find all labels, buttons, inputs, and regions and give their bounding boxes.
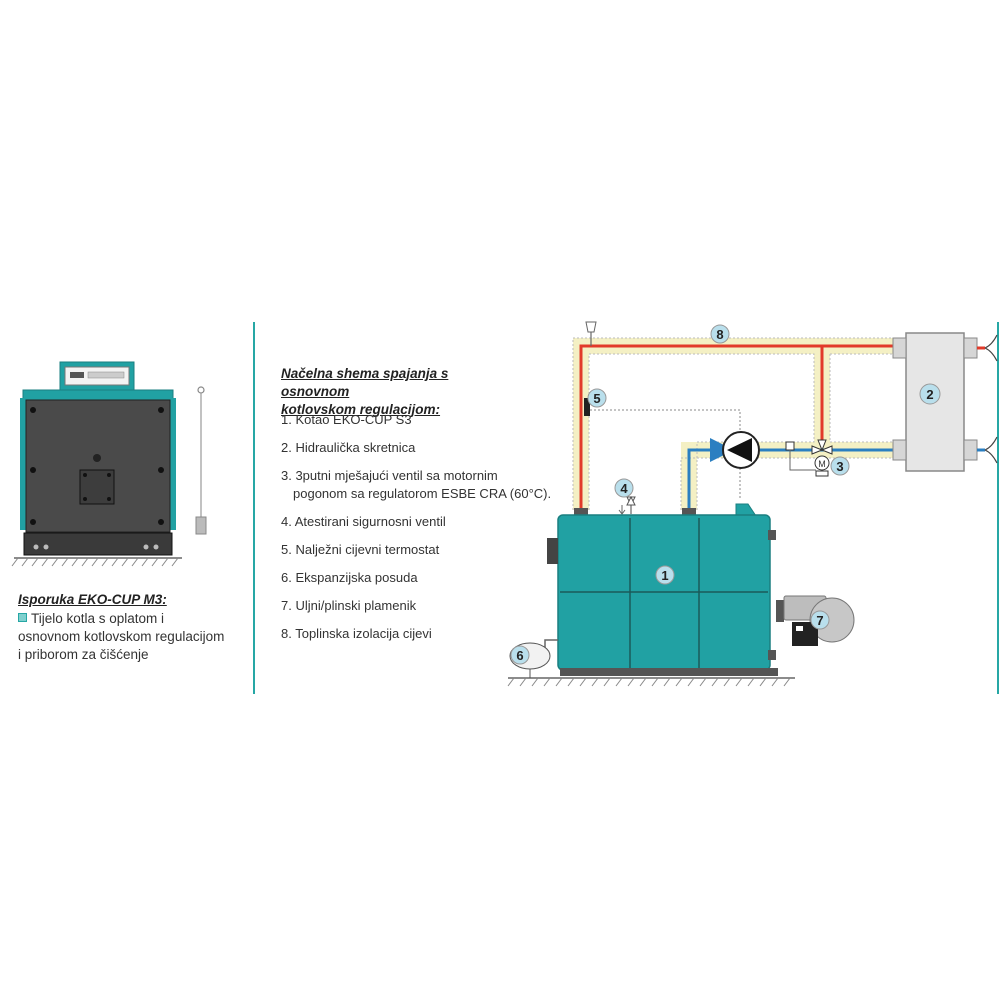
delivery-line-1: Tijelo kotla s oplatom i [18,610,243,628]
svg-text:8: 8 [716,327,723,342]
boiler-body [507,503,795,687]
legend-item-4: 4. Atestirani sigurnosni ventil [281,514,446,529]
boiler-door [25,399,171,533]
delivery-description: Tijelo kotla s oplatom i osnovnom kotlov… [18,610,243,664]
marker-4: 4 [614,478,634,498]
divider-left [253,322,255,694]
delivery-line-2: osnovnom kotlovskom regulacijom [18,629,225,644]
boiler-base [23,532,173,556]
hot-supply-pipe [579,344,905,512]
boiler-front-illustration [11,361,207,567]
legend-item-5: 5. Nalježni cijevni termostat [281,542,440,557]
pump-icon [722,431,760,469]
svg-text:6: 6 [516,648,523,663]
marker-8: 8 [710,324,730,344]
legend-item-1: 1. Kotao EKO-CUP S3 [281,412,412,427]
delivery-title: Isporuka EKO-CUP M3: [18,592,167,607]
three-way-valve-icon: M [785,439,833,477]
door-handle [93,454,101,462]
valve-motor [814,455,830,471]
thermostat-icon [584,398,590,416]
svg-text:3: 3 [836,459,843,474]
bullet-square-icon [18,613,27,622]
svg-text:4: 4 [620,481,628,496]
hydraulic-separator-icon [892,332,998,472]
legend-item-6: 6. Ekspanzijska posuda [281,570,418,585]
delivery-line-3: i priborom za čišćenje [18,647,149,662]
legend-item-3-cont: pogonom sa regulatorom ESBE CRA (60°C). [293,486,552,501]
cleaning-brush-icon [195,386,207,535]
marker-3: 3 [830,456,850,476]
legend-item-2: 2. Hidraulička skretnica [281,440,416,455]
return-pipe [687,448,905,512]
svg-text:1: 1 [661,568,668,583]
legend-item-3: 3. 3putni mješajući ventil sa motornim [281,468,498,483]
burner-icon [776,595,855,646]
divider-right [997,322,999,694]
svg-text:2: 2 [926,387,933,402]
marker-1: 1 [655,565,675,585]
safety-valve-icon [618,495,636,515]
air-vent-icon [585,321,597,346]
marker-5: 5 [587,388,607,408]
marker-7: 7 [810,610,830,630]
legend-item-7: 7. Uljni/plinski plamenik [281,598,417,613]
marker-2: 2 [919,383,941,405]
svg-text:5: 5 [593,391,600,406]
svg-text:7: 7 [816,613,823,628]
scheme-title: Načelna shema spajanja s osnovnom kotlov… [281,366,449,417]
legend-item-8: 8. Toplinska izolacija cijevi [281,626,432,641]
svg-text:M: M [818,459,826,469]
marker-6: 6 [510,645,530,665]
